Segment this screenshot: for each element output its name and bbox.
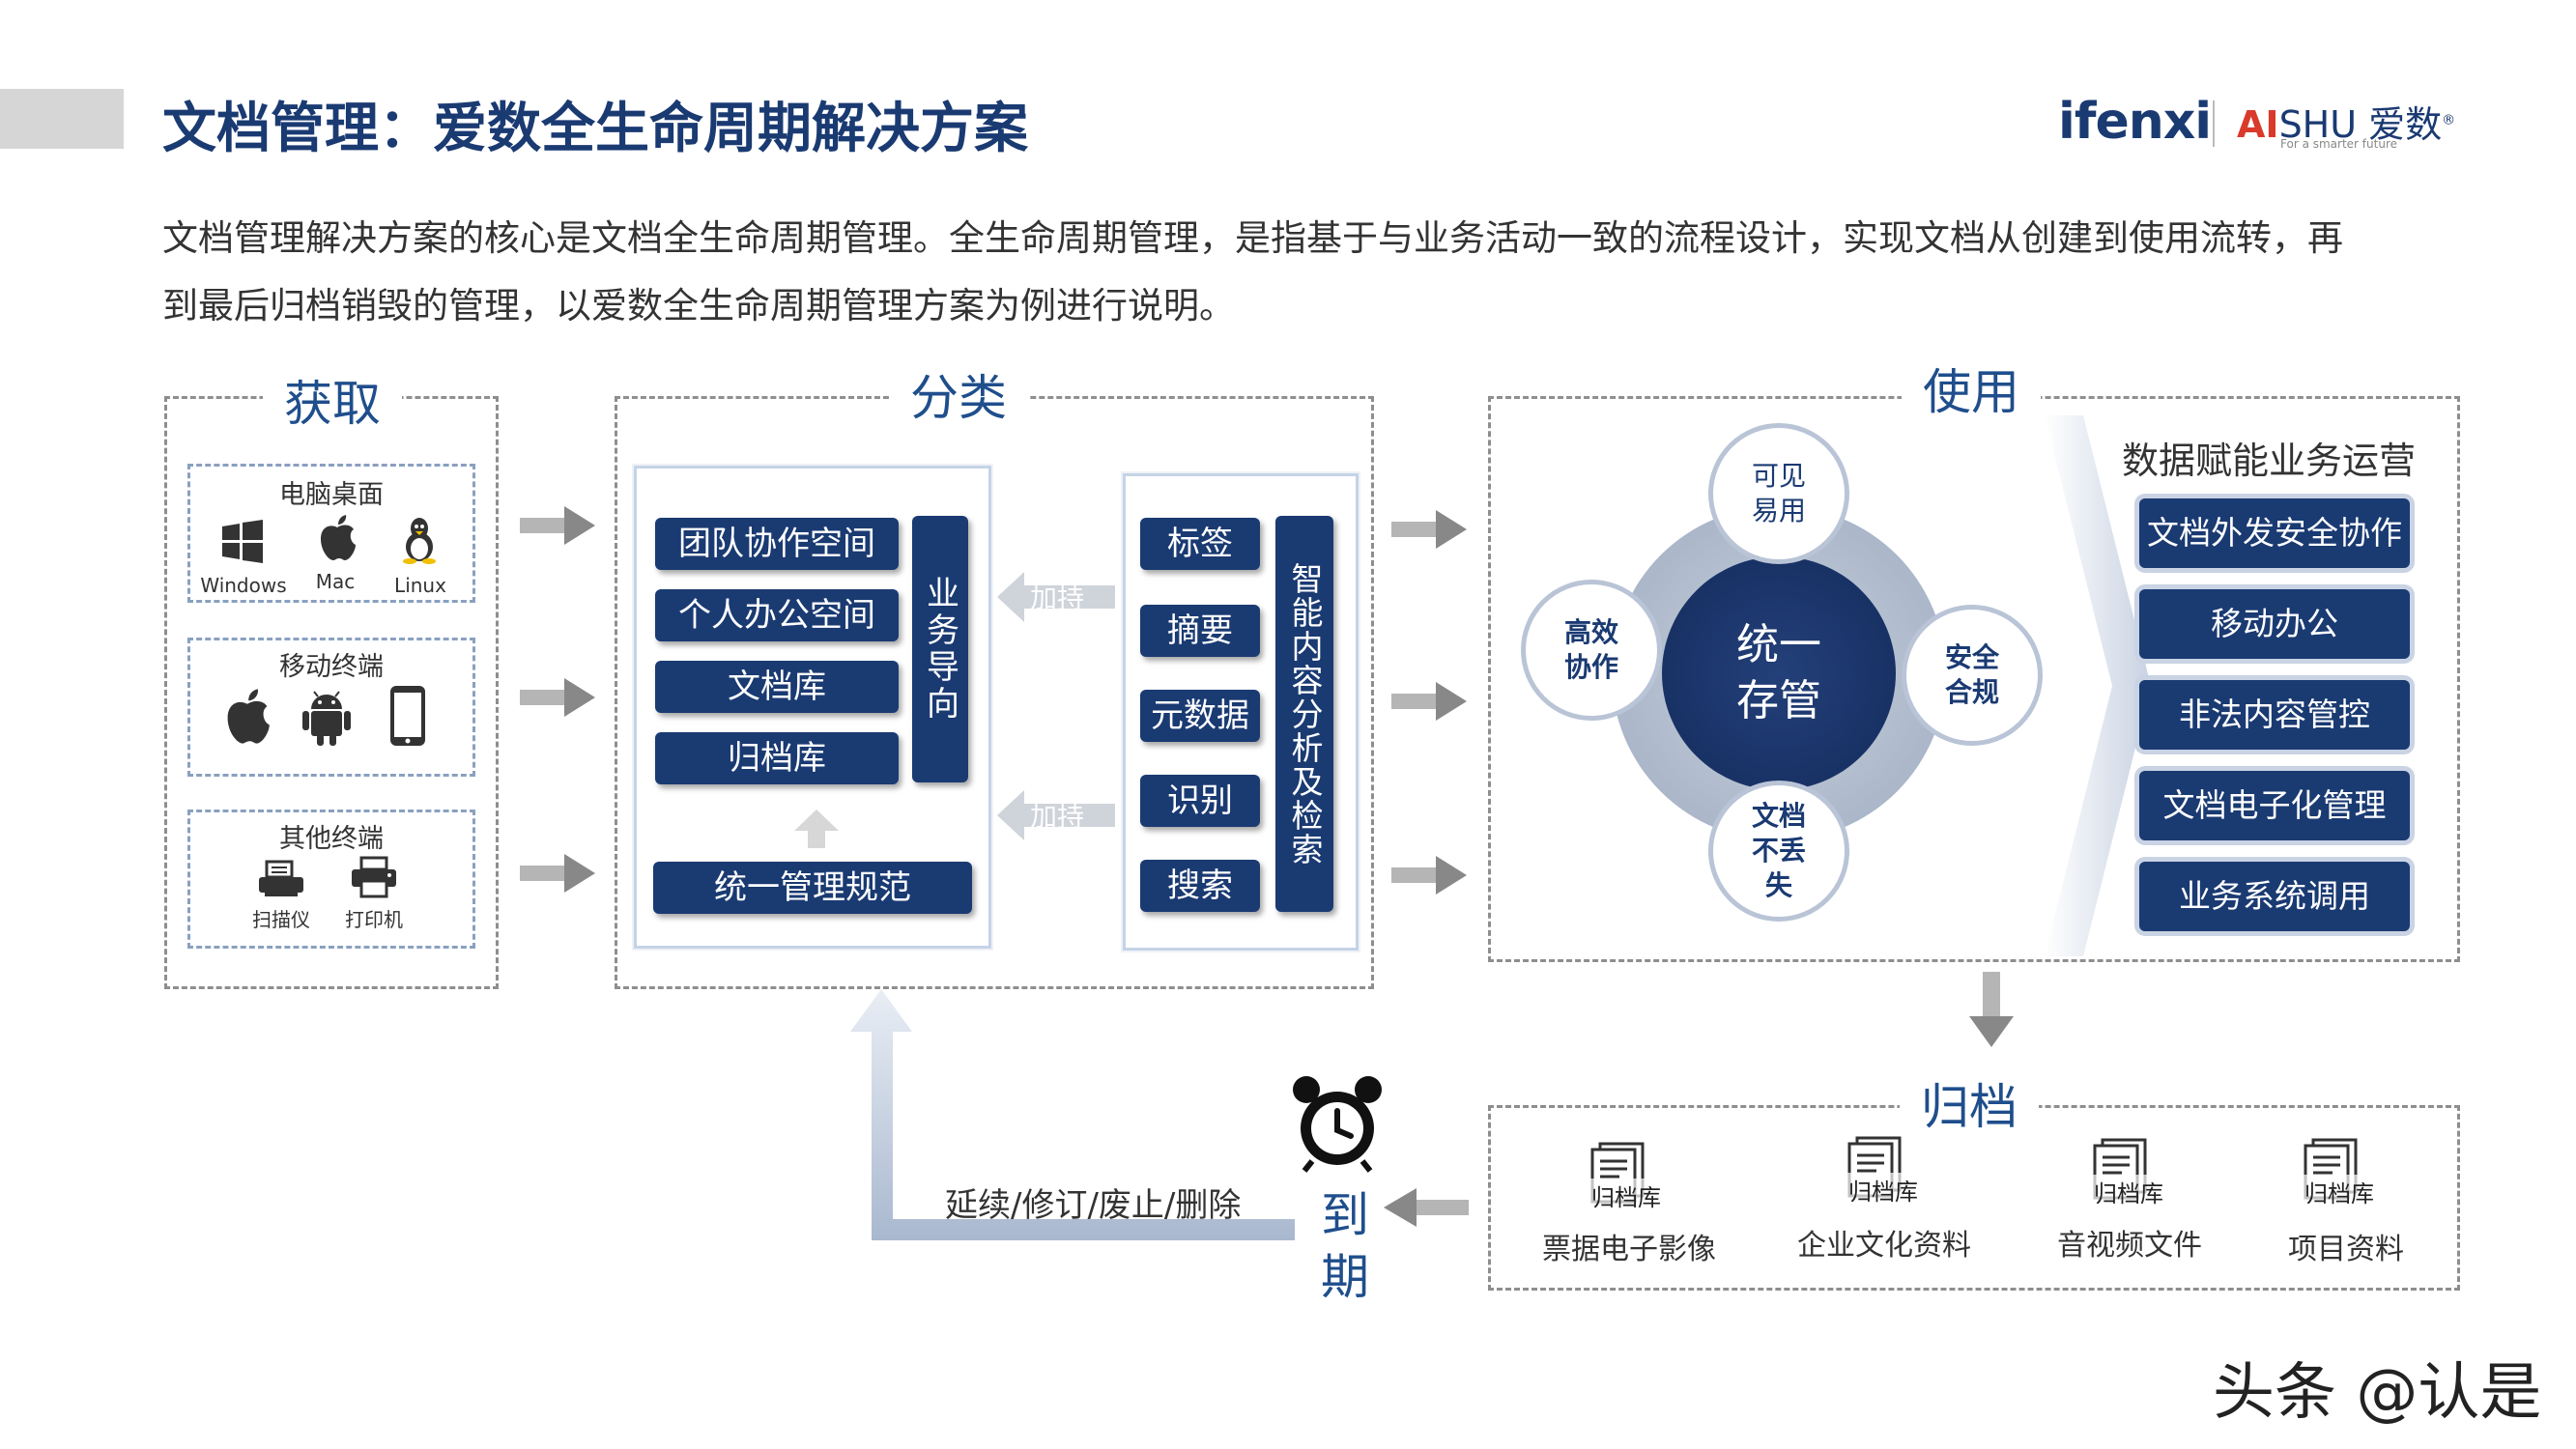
- node-no-loss: 文档不丢失: [1708, 781, 1849, 922]
- feature-search: 搜索: [1140, 860, 1260, 912]
- archive-doc-icon: 归档库: [1842, 1132, 1925, 1207]
- other-group: [187, 810, 475, 949]
- feature-summary: 摘要: [1140, 605, 1260, 657]
- printer-icon: [352, 856, 396, 898]
- arrow-right-icon: [520, 506, 595, 545]
- archive-doc-icon: 归档库: [1585, 1138, 1668, 1212]
- watermark: 头条 @认是: [2213, 1357, 2542, 1429]
- space-archive: 归档库: [655, 732, 899, 784]
- archive-icon-label: 归档库: [2298, 1175, 2381, 1208]
- support-label-top: 加持: [1030, 582, 1085, 614]
- device-label-scanner: 扫描仪: [252, 908, 310, 931]
- archive-item-bills: 票据电子影像: [1542, 1233, 1716, 1266]
- alarm-clock-icon: [1293, 1076, 1382, 1173]
- archive-doc-icon: 归档库: [2298, 1134, 2381, 1208]
- mobile-title: 移动终端: [279, 652, 384, 682]
- op-doc-digitization: 文档电子化管理: [2139, 771, 2410, 840]
- space-team: 团队协作空间: [655, 518, 899, 570]
- unified-storage-hub: 统一存管: [1662, 556, 1896, 790]
- os-label-windows: Windows: [200, 574, 287, 597]
- arrow-down-icon: [1969, 972, 2014, 1047]
- archive-item-project: 项目资料: [2288, 1233, 2404, 1266]
- logo-tagline: For a smarter future: [2280, 137, 2397, 151]
- archive-item-culture: 企业文化资料: [1797, 1229, 1971, 1263]
- ifenxi-logo: ifenxi: [2058, 93, 2212, 151]
- intro-paragraph: 文档管理解决方案的核心是文档全生命周期管理。全生命周期管理，是指基于与业务活动一…: [162, 205, 2481, 340]
- archive-doc-icon: 归档库: [2087, 1134, 2170, 1208]
- device-label-printer: 打印机: [345, 908, 403, 931]
- arrow-up-icon: [794, 810, 839, 848]
- classify-title: 分类: [889, 359, 1028, 429]
- business-oriented-label: 业务导向: [912, 516, 968, 782]
- scanner-icon: [259, 860, 303, 896]
- archive-icon-label: 归档库: [1585, 1179, 1668, 1212]
- chevron-right-icon: [2045, 415, 2151, 956]
- aishu-logo-ai: AI: [2237, 103, 2279, 146]
- android-icon: [302, 691, 351, 746]
- ops-title: 数据赋能业务运营: [2122, 440, 2417, 482]
- node-efficient-collab: 高效协作: [1521, 580, 1662, 721]
- intro-line-2: 到最后归档销毁的管理，以爱数全生命周期管理方案为例进行说明。: [162, 285, 1235, 327]
- op-external-share: 文档外发安全协作: [2139, 498, 2410, 568]
- archive-icon-label: 归档库: [2087, 1175, 2170, 1208]
- feature-recognition: 识别: [1140, 775, 1260, 827]
- arrow-right-icon: [520, 678, 595, 717]
- intro-line-1: 文档管理解决方案的核心是文档全生命周期管理。全生命周期管理，是指基于与业务活动一…: [162, 217, 2343, 259]
- unified-spec: 统一管理规范: [653, 862, 972, 914]
- page-title: 文档管理：爱数全生命周期解决方案: [162, 98, 1028, 160]
- arrow-right-icon: [1391, 682, 1467, 721]
- space-personal: 个人办公空间: [655, 589, 899, 641]
- arrow-right-icon: [1391, 856, 1467, 895]
- arrow-right-icon: [520, 854, 595, 893]
- expire-actions: 延续/修订/废止/删除: [945, 1186, 1242, 1225]
- linux-penguin-icon: [403, 518, 436, 564]
- op-illegal-content-control: 非法内容管控: [2139, 680, 2410, 750]
- archive-icon-label: 归档库: [1842, 1173, 1925, 1207]
- mobile-group: [187, 638, 475, 777]
- os-label-mac: Mac: [315, 570, 356, 593]
- title-accent-bar: [0, 89, 124, 149]
- archive-title: 归档: [1900, 1068, 2039, 1138]
- use-title: 使用: [1902, 354, 2041, 423]
- other-title: 其他终端: [279, 824, 384, 854]
- aishu-logo-text: SHU 爱数: [2278, 103, 2443, 146]
- node-visible-usable: 可见易用: [1708, 423, 1849, 564]
- archive-item-av: 音视频文件: [2057, 1229, 2202, 1263]
- unified-storage-label: 统一存管: [1736, 620, 1821, 725]
- smart-retrieval-label: 智能内容分析及检索: [1275, 516, 1333, 912]
- return-arrow-icon: [850, 989, 1295, 1240]
- support-arrow-left-icon: [997, 790, 1115, 840]
- support-label-bottom: 加持: [1030, 801, 1085, 833]
- desktop-title: 电脑桌面: [279, 480, 384, 510]
- os-label-linux: Linux: [394, 574, 446, 597]
- logo-separator: [2213, 100, 2215, 147]
- arrow-right-icon: [1391, 510, 1467, 549]
- feature-metadata: 元数据: [1140, 690, 1260, 742]
- aishu-logo: AISHU 爱数®: [2237, 95, 2455, 148]
- apple-mobile-icon: [227, 689, 270, 744]
- desktop-group: [187, 464, 475, 603]
- aishu-logo-reg: ®: [2442, 112, 2456, 128]
- op-mobile-office: 移动办公: [2139, 589, 2410, 659]
- space-doclib: 文档库: [655, 661, 899, 713]
- feature-tag: 标签: [1140, 518, 1260, 570]
- op-system-invocation: 业务系统调用: [2139, 862, 2410, 931]
- node-secure-compliant: 安全合规: [1902, 605, 2043, 746]
- acquire-title: 获取: [263, 365, 402, 435]
- expire-title: 到期: [1321, 1187, 1369, 1305]
- windows-icon: [222, 520, 263, 563]
- support-arrow-left-icon: [997, 572, 1115, 622]
- phone-icon: [390, 686, 425, 746]
- arrow-left-icon: [1384, 1188, 1469, 1227]
- apple-icon: [321, 515, 356, 560]
